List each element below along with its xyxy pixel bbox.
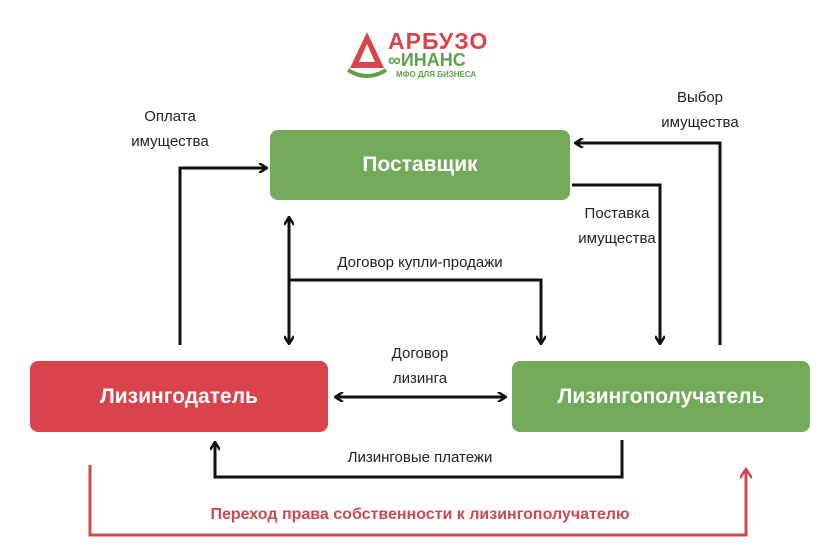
node-lessor: Лизингодатель bbox=[30, 361, 328, 432]
label-purchase: Договор купли-продажи bbox=[337, 254, 503, 271]
logo: АРБУЗО ∞ИНАНС МФО ДЛЯ БИЗНЕСА bbox=[346, 28, 487, 83]
arrow-choice bbox=[576, 143, 722, 345]
label-payment: Оплата имущества bbox=[131, 104, 208, 154]
label-line: Поставка bbox=[584, 205, 650, 222]
watermelon-logo-icon bbox=[346, 32, 388, 78]
logo-line2: ∞ИНАНС bbox=[388, 50, 466, 70]
label-ownership: Переход права собственности к лизингопол… bbox=[210, 506, 630, 523]
label-line: Оплата bbox=[144, 108, 196, 125]
arrow-purchase bbox=[289, 278, 541, 343]
arrow-payments bbox=[215, 440, 624, 479]
label-line: имущества bbox=[578, 230, 656, 247]
label-line: лизинга bbox=[392, 370, 448, 387]
label-payments: Лизинговые платежи bbox=[347, 449, 493, 466]
node-lessee: Лизингополучатель bbox=[512, 361, 810, 432]
label-leasing: Договор лизинга bbox=[392, 341, 449, 391]
arrow-delivery bbox=[572, 183, 660, 343]
label-choice: Выбор имущества bbox=[661, 85, 738, 135]
arrow-ownership bbox=[88, 465, 746, 537]
arrow-payment bbox=[178, 168, 266, 345]
node-supplier: Поставщик bbox=[270, 130, 570, 200]
label-line: Выбор bbox=[676, 89, 724, 106]
label-line: имущества bbox=[131, 133, 209, 150]
label-line: Договор bbox=[391, 345, 449, 362]
label-delivery: Поставка имущества bbox=[578, 201, 655, 251]
label-line: имущества bbox=[661, 114, 739, 131]
logo-tagline: МФО ДЛЯ БИЗНЕСА bbox=[396, 70, 477, 79]
logo-line1: АРБУЗО bbox=[388, 28, 489, 54]
